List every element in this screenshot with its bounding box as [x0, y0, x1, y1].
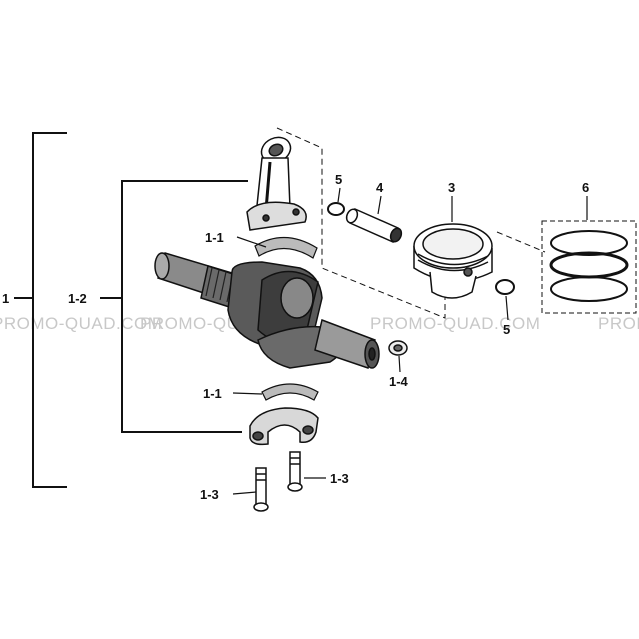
ring-set-box — [541, 220, 637, 314]
label-nut: 1-4 — [389, 374, 409, 389]
label-assembly: 1 — [2, 291, 9, 306]
label-piston: 3 — [448, 180, 455, 195]
label-bearing-lower: 1-1 — [203, 386, 222, 401]
label-bearing-upper: 1-1 — [205, 230, 224, 245]
ring-top — [550, 230, 628, 256]
bearing-shell-lower — [261, 383, 319, 401]
label-crank-assembly: 1-2 — [68, 291, 87, 306]
crankshaft — [154, 252, 380, 369]
label-bolt-right: 1-3 — [330, 471, 349, 486]
connecting-rod — [246, 136, 307, 231]
label-bolt-left: 1-3 — [200, 487, 219, 502]
callout-labels: 1 1-2 1-1 1-1 1-3 1-3 1-4 5 4 3 5 6 — [2, 172, 589, 502]
ring-oil — [550, 276, 628, 302]
label-clip-top: 5 — [335, 172, 342, 187]
label-rings: 6 — [582, 180, 589, 195]
bracket-crank — [121, 180, 248, 433]
circlip-bottom — [495, 279, 515, 295]
watermark-text: PROMO-QUAD.COM — [370, 314, 540, 333]
dash-rod-to-piston — [276, 127, 446, 319]
bearing-shell-upper — [254, 236, 318, 259]
piston — [413, 223, 493, 299]
watermark-text: PROMO-QUAD.COM — [0, 314, 162, 333]
dash-piston-to-rings — [496, 231, 546, 253]
piston-pin — [345, 207, 403, 244]
crank-nut — [388, 340, 408, 356]
label-clip-bottom: 5 — [503, 322, 510, 337]
piston-rings — [541, 220, 637, 314]
ring-second — [549, 251, 629, 279]
watermark-text: PROMO-QUAD.COM — [598, 314, 639, 333]
alignment-dashes — [276, 127, 546, 319]
cap-bolts — [253, 451, 303, 512]
label-pin: 4 — [376, 180, 384, 195]
circlip-top — [327, 202, 345, 216]
leader-lines — [232, 187, 588, 495]
assembly-brackets — [14, 132, 248, 488]
rod-cap — [249, 407, 319, 446]
bracket-main — [32, 132, 67, 488]
